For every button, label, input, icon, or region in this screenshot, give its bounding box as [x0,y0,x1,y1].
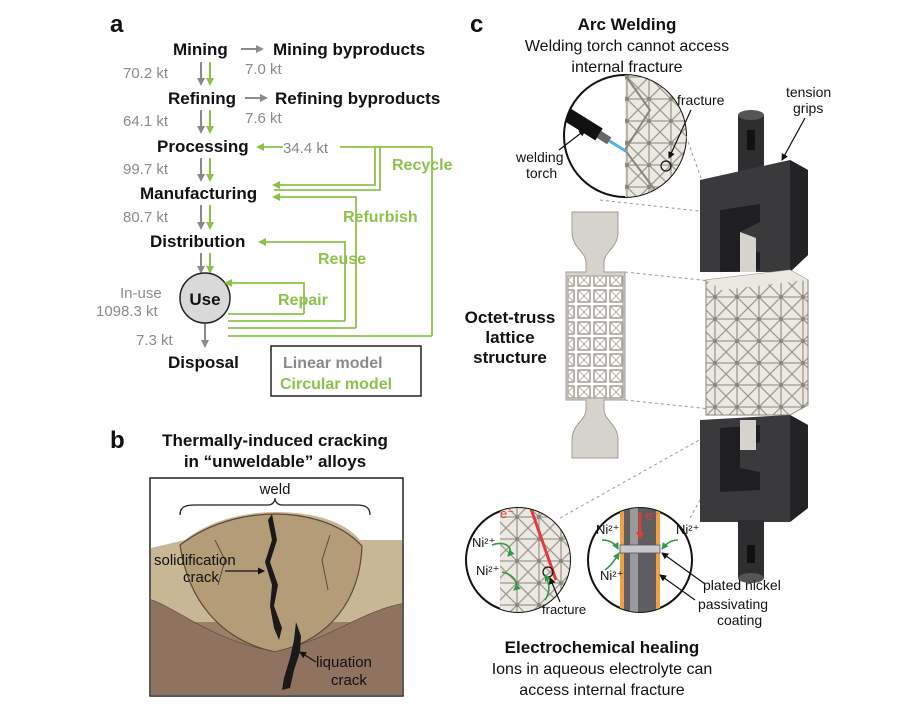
loop-reuse: Reuse [318,251,366,268]
electrochemical-healing-title: Electrochemical healing [505,638,700,657]
panel-b: b Thermally-induced cracking in “unwelda… [110,427,404,697]
linear-down-arrows [197,62,214,348]
loop-recycle: Recycle [392,157,453,174]
stage-manufacturing: Manufacturing [140,184,257,203]
liquation-pointer [299,651,317,663]
passivating-line2: coating [717,612,762,628]
octet-truss-line1: Octet-truss [465,308,556,327]
liquation-crack-line2: crack [331,672,367,689]
flow-manufacturing-distribution: 80.7 kt [123,209,169,226]
flow-mining-refining: 70.2 kt [123,65,169,82]
arc-welding-zoom [558,74,692,198]
legend-linear: Linear model [283,355,383,372]
ni-ion-4: Ni²⁺ [676,522,699,537]
stage-use: Use [189,290,220,309]
flow-processing-manufacturing: 99.7 kt [123,161,169,178]
mining-byproducts-label: Mining byproducts [273,40,425,59]
stage-disposal: Disposal [168,353,239,372]
ni-ion-3: Ni²⁺ [596,522,619,537]
panel-c: c Arc Welding Welding torch cannot acces… [465,11,832,699]
welding-torch-line1: welding [515,149,563,165]
arc-welding-sub1: Welding torch cannot access [525,38,729,55]
legend-box [270,345,422,397]
flow-disposal: 7.3 kt [136,332,174,349]
panel-b-title-line2: in “unweldable” alloys [184,452,366,471]
loop-refurbish: Refurbish [343,209,418,226]
passivating-line1: passivating [698,596,768,612]
octet-truss-line3: structure [473,348,547,367]
circular-loops [224,143,433,337]
mining-byproducts-amount: 7.0 kt [245,61,283,78]
flow-recycle-amount: 34.4 kt [283,140,329,157]
panel-a-letter: a [110,11,124,38]
stage-mining: Mining [173,40,228,59]
fracture-top-label: fracture [677,92,725,108]
electrochemical-healing-sub1: Ions in aqueous electrolyte can [492,661,713,678]
arc-welding-title: Arc Welding [578,15,677,34]
tension-grips-line2: grips [793,100,823,116]
ni-ion-1: Ni²⁺ [472,535,495,550]
solidification-crack-line1: solidification [154,552,236,569]
legend-circular: Circular model [280,376,392,393]
weld-cross-section [149,477,404,697]
stage-distribution: Distribution [150,232,245,251]
solidification-crack-line2: crack [183,569,219,586]
electron-right-label: e⁻ [645,508,659,523]
stage-processing: Processing [157,137,249,156]
welding-torch-line2: torch [526,165,557,181]
stage-refining: Refining [168,89,236,108]
flow-refining-processing: 64.1 kt [123,113,169,130]
fracture-bottom-label: fracture [542,602,586,617]
liquation-crack-line1: liquation [316,654,372,671]
panel-b-title-line1: Thermally-induced cracking [162,431,388,450]
tension-grips-line1: tension [786,84,831,100]
use-circle [179,272,231,324]
ni-ion-5: Ni²⁺ [600,568,623,583]
electrochemical-healing-sub2: access internal fracture [519,682,685,699]
ni-ion-2: Ni²⁺ [476,563,499,578]
tension-test-rig [700,110,809,583]
panel-b-letter: b [110,427,125,454]
tension-grips-pointer [781,117,806,161]
panel-a: a Mining Refining Processing Manufacturi… [96,11,453,397]
electrochem-zoom-left [465,507,571,613]
loop-repair: Repair [278,292,328,309]
dogbone-specimen [565,211,626,459]
octet-truss-line2: lattice [485,328,534,347]
in-use-amount: 1098.3 kt [96,303,159,320]
electron-left-label: e⁻ [500,506,514,521]
panel-c-letter: c [470,11,483,38]
refining-byproducts-label: Refining byproducts [275,89,440,108]
plated-nickel-label: plated nickel [703,577,781,593]
arc-welding-sub2: internal fracture [571,59,682,76]
weld-label: weld [259,481,291,498]
refining-byproducts-amount: 7.6 kt [245,110,283,127]
in-use-label: In-use [120,285,162,302]
electrochem-zoom-right [587,507,706,613]
